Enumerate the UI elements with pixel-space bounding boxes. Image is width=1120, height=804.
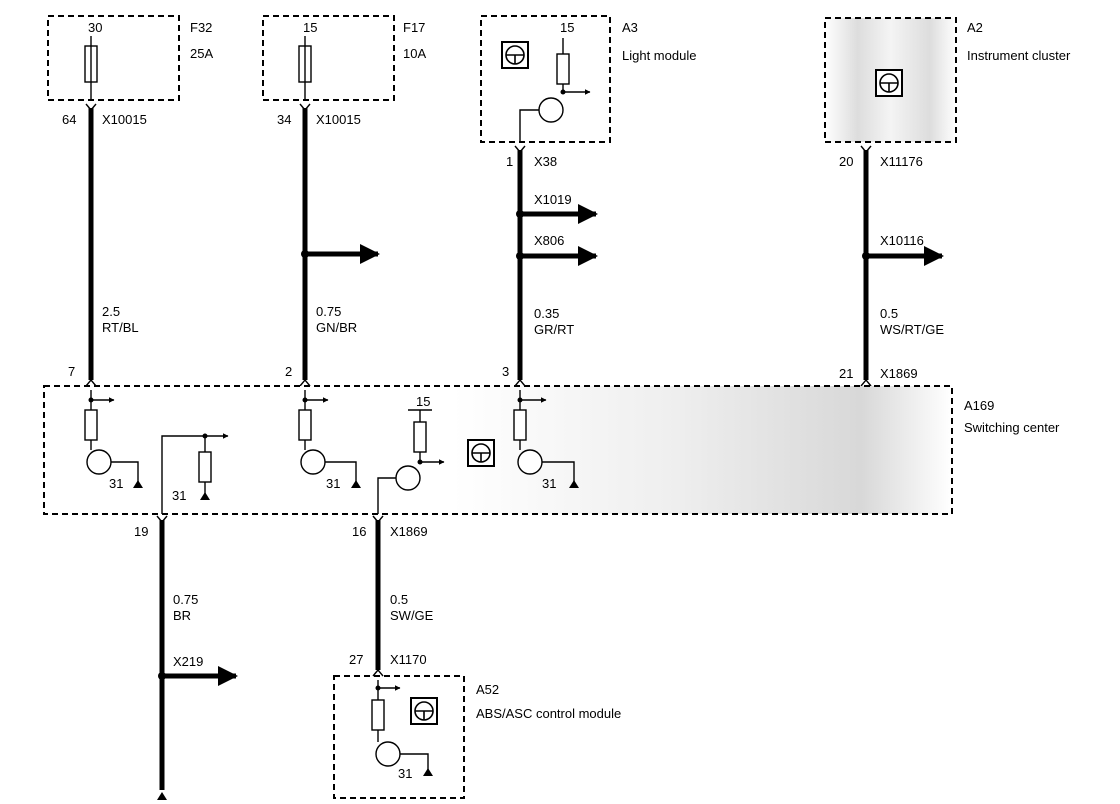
resistor-icon (198, 451, 212, 483)
wire4-color: WS/RT/GE (880, 322, 944, 337)
f32-id: F32 (190, 20, 212, 35)
a169-name: Switching center (964, 420, 1060, 435)
resistor-icon (556, 53, 570, 85)
wire-rt-bl: 64 X10015 2.5 RT/BL 7 (62, 103, 147, 387)
resistor-icon (298, 409, 312, 441)
wire3-top-pin: 1 (506, 154, 513, 169)
steering-wheel-icon (467, 439, 495, 467)
wire1-color: RT/BL (102, 320, 139, 335)
wire4-branch: X10116 (880, 233, 924, 248)
a169-terminal-15: 15 (416, 394, 430, 409)
a3-name: Light module (622, 48, 696, 63)
driver-stage-3: 15 (377, 394, 495, 514)
wire3-size: 0.35 (534, 306, 559, 321)
wire3-color: GR/RT (534, 322, 574, 337)
steering-wheel-icon (875, 69, 903, 97)
wire3-branch2: X806 (534, 233, 564, 248)
resistor-icon (413, 421, 427, 453)
wire6-top-pin: 16 (352, 524, 366, 539)
fuse-f32: 30 F32 25A (47, 15, 213, 101)
pulldown-stage: 31 (161, 433, 229, 514)
f17-terminal: 15 (303, 20, 317, 35)
wire3-branch1: X1019 (534, 192, 572, 207)
transistor-icon (375, 741, 401, 767)
wire2-bottom-pin: 2 (285, 364, 292, 379)
a169-id: A169 (964, 398, 994, 413)
module-a169: A169 Switching center 31 31 (43, 385, 1060, 515)
ground-label: 31 (109, 476, 123, 491)
resistor-icon (84, 409, 98, 441)
wire6-top-conn: X1869 (390, 524, 428, 539)
a3-terminal: 15 (560, 20, 574, 35)
module-a3: A3 Light module 15 (480, 15, 696, 143)
wire6-size: 0.5 (390, 592, 408, 607)
fuse-f17: 15 F17 10A (262, 15, 426, 101)
wire2-size: 0.75 (316, 304, 341, 319)
a52-name: ABS/ASC control module (476, 706, 621, 721)
ground-label: 31 (398, 766, 412, 781)
a52-id: A52 (476, 682, 499, 697)
wire4-size: 0.5 (880, 306, 898, 321)
transistor-icon (517, 449, 543, 475)
module-a2: A2 Instrument cluster (824, 17, 1071, 143)
wire4-bottom-conn: X1869 (880, 366, 918, 381)
a3-id: A3 (622, 20, 638, 35)
transistor-icon (395, 465, 421, 491)
transistor-icon (86, 449, 112, 475)
ground-label: 31 (542, 476, 556, 491)
wire3-top-conn: X38 (534, 154, 557, 169)
wire3-bottom-pin: 3 (502, 364, 509, 379)
wire2-color: GN/BR (316, 320, 357, 335)
wire1-top-conn: X10015 (102, 112, 147, 127)
a2-id: A2 (967, 20, 983, 35)
wire5-size: 0.75 (173, 592, 198, 607)
wire5-color: BR (173, 608, 191, 623)
driver-stage-2: 31 (298, 390, 361, 491)
transistor-icon (300, 449, 326, 475)
wire1-size: 2.5 (102, 304, 120, 319)
driver-stage-4: 31 (513, 390, 579, 491)
wire5-top-pin: 19 (134, 524, 148, 539)
wire4-bottom-pin: 21 (839, 366, 853, 381)
wire6-bottom-pin: 27 (349, 652, 363, 667)
steering-wheel-icon (501, 41, 529, 69)
wire2-top-conn: X10015 (316, 112, 361, 127)
a2-name: Instrument cluster (967, 48, 1071, 63)
driver-stage-1: 31 (84, 390, 143, 491)
resistor-icon (371, 699, 385, 731)
ground-label: 31 (326, 476, 340, 491)
wire-gr-rt: 1 X38 X1019 X806 0.35 GR/RT 3 (502, 145, 598, 387)
wire1-bottom-pin: 7 (68, 364, 75, 379)
ground-label: 31 (172, 488, 186, 503)
wire2-top-pin: 34 (277, 112, 291, 127)
steering-wheel-icon (410, 697, 438, 725)
wire-br: 19 0.75 BR X219 (134, 515, 238, 800)
module-a52: A52 ABS/ASC control module 31 (333, 675, 621, 799)
f17-rating: 10A (403, 46, 426, 61)
wire-gn-br: 34 X10015 0.75 GN/BR 2 (277, 103, 380, 387)
wire4-top-conn: X11176 (880, 154, 923, 169)
f32-rating: 25A (190, 46, 213, 61)
f32-terminal: 30 (88, 20, 102, 35)
resistor-icon (513, 409, 527, 441)
wire6-color: SW/GE (390, 608, 434, 623)
wire1-top-pin: 64 (62, 112, 76, 127)
f17-id: F17 (403, 20, 425, 35)
wire-ws-rt-ge: 20 X11176 X10116 0.5 WS/RT/GE 21 X1869 (839, 145, 944, 387)
wire5-branch: X219 (173, 654, 203, 669)
wire4-top-pin: 20 (839, 154, 853, 169)
wire-sw-ge: 16 X1869 0.5 SW/GE 27 X1170 (349, 515, 434, 677)
transistor-icon (538, 97, 564, 123)
wire6-bottom-conn: X1170 (390, 652, 427, 667)
